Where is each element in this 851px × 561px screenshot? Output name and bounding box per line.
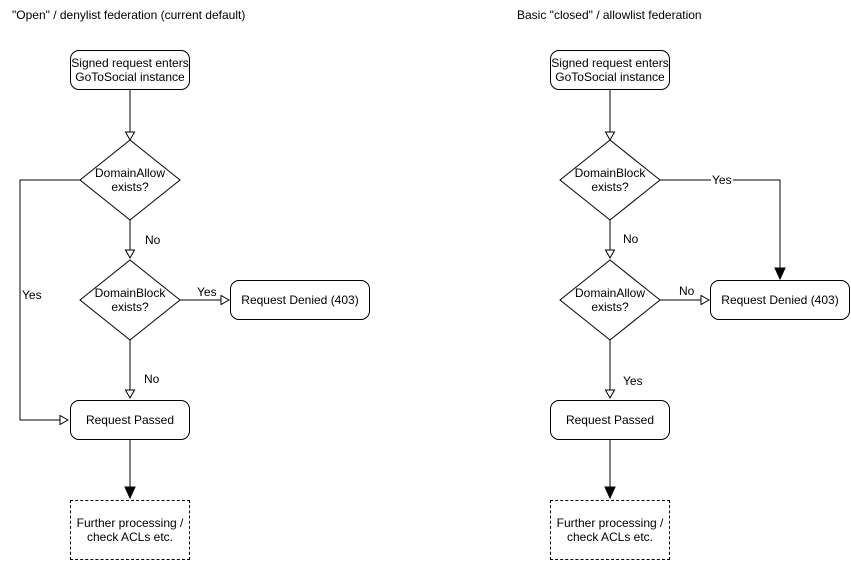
left-decision1-diamond xyxy=(79,139,181,221)
left-decision1-no-label: No xyxy=(144,233,162,247)
left-decision1-label: DomainAllow exists? xyxy=(94,166,166,194)
right-edge-decision1-yes-to-denied xyxy=(660,179,781,268)
right-open-arrowhead-denied-left xyxy=(700,294,711,306)
right-decision1-diamond xyxy=(559,139,661,221)
right-decision2-label: DomainAllow exists? xyxy=(574,286,646,314)
right-start-node: Signed request enters GoToSocial instanc… xyxy=(550,50,670,90)
right-further-processing-node: Further processing / check ACLs etc. xyxy=(550,500,670,560)
right-decision1-label: DomainBlock exists? xyxy=(574,166,646,194)
left-decision2-no-label: No xyxy=(143,372,161,386)
right-open-arrowhead-decision2 xyxy=(604,249,616,260)
left-decision1-yes-label: Yes xyxy=(21,288,43,302)
left-open-arrowhead-denied xyxy=(220,294,231,306)
left-open-arrowhead-decision2 xyxy=(124,249,136,260)
left-open-arrowhead-passed xyxy=(124,389,136,400)
right-flowchart-title: Basic "closed" / allowlist federation xyxy=(517,8,702,22)
left-open-arrowhead-loop-passed xyxy=(59,414,70,426)
right-denied-node: Request Denied (403) xyxy=(710,280,850,320)
right-decision1-yes-label: Yes xyxy=(711,173,733,187)
right-open-arrowhead-decision1 xyxy=(604,131,616,142)
left-filled-arrowhead-further xyxy=(124,486,136,500)
left-decision2-yes-label: Yes xyxy=(196,285,218,299)
right-decision1-no-label: No xyxy=(622,232,640,246)
right-decision2-diamond xyxy=(559,259,661,341)
left-decision2-label: DomainBlock exists? xyxy=(94,286,166,314)
right-filled-arrowhead-denied-top xyxy=(774,267,786,281)
left-open-arrowhead-decision1 xyxy=(124,131,136,142)
left-edge-decision1-yes-loop xyxy=(19,179,80,421)
right-open-arrowhead-passed xyxy=(604,389,616,400)
left-decision2-diamond xyxy=(79,259,181,341)
left-passed-node: Request Passed xyxy=(70,400,190,440)
left-flowchart-title: "Open" / denylist federation (current de… xyxy=(12,8,246,22)
right-passed-node: Request Passed xyxy=(550,400,670,440)
right-filled-arrowhead-further xyxy=(604,486,616,500)
right-decision2-yes-label: Yes xyxy=(622,374,644,388)
left-denied-node: Request Denied (403) xyxy=(230,280,370,320)
right-decision2-no-label: No xyxy=(678,284,696,298)
left-further-processing-node: Further processing / check ACLs etc. xyxy=(70,500,190,560)
left-start-node: Signed request enters GoToSocial instanc… xyxy=(70,50,190,90)
